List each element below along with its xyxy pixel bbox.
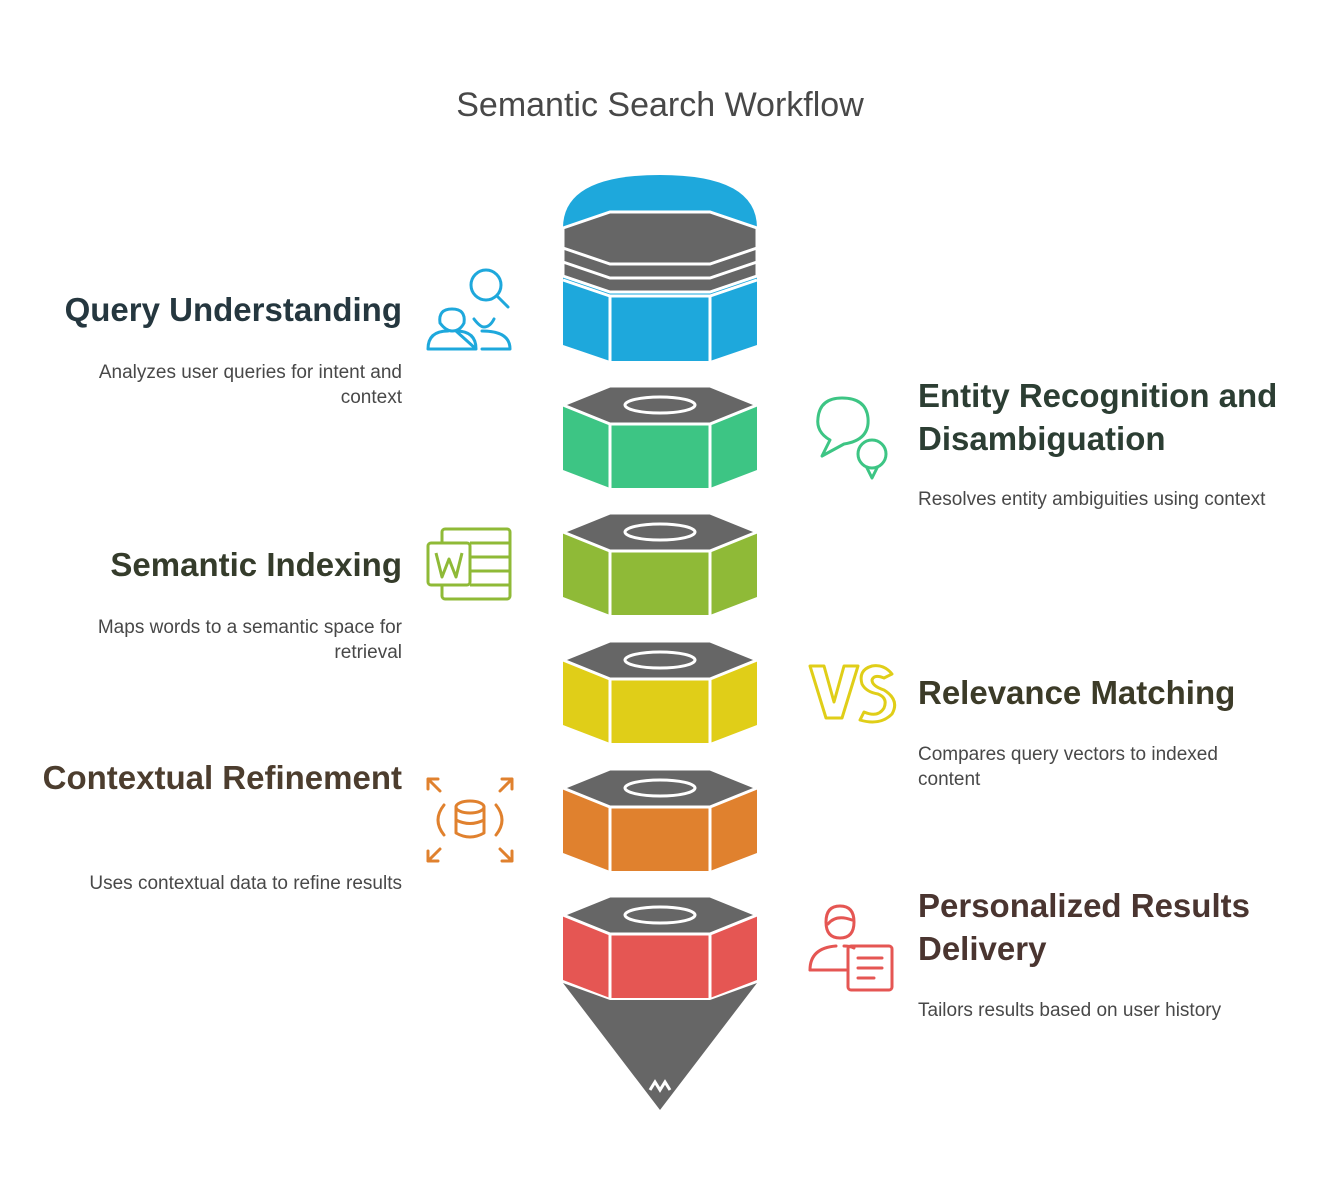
diagram-title: Semantic Search Workflow [456, 86, 864, 124]
step-1-description: Analyzes user queries for intent and con… [98, 362, 402, 408]
vs-icon [808, 664, 897, 724]
stack-segment-red [558, 894, 762, 998]
step-2-description: Resolves entity ambiguities using contex… [918, 489, 1266, 510]
step-6-description: Tailors results based on user history [918, 1000, 1222, 1021]
word-document-icon [426, 527, 512, 601]
step-4-title: Relevance Matching [918, 674, 1236, 711]
step-3-description: Maps words to a semantic space for retri… [97, 617, 402, 663]
stack-segment-yellow [558, 639, 762, 743]
chat-bubbles-icon [816, 396, 888, 480]
user-search-icon [426, 268, 512, 351]
step-1-title: Query Understanding [64, 291, 402, 328]
stack-segment-orange [558, 767, 762, 871]
step-3-title: Semantic Indexing [110, 546, 402, 583]
step-5-description: Uses contextual data to refine results [89, 873, 402, 894]
database-expand-icon [426, 777, 514, 863]
stack-segment-lime [558, 511, 762, 615]
stack-tip [563, 983, 757, 1110]
user-document-icon [808, 904, 894, 992]
step-4-description: Compares query vectors to indexed conten… [918, 744, 1218, 790]
stack-cap-blue [561, 175, 759, 361]
step-2-title: Entity Recognition and Disambiguation [918, 377, 1278, 457]
step-6-title: Personalized Results Delivery [918, 887, 1250, 967]
stack-segment-green [558, 384, 762, 488]
step-5-title: Contextual Refinement [42, 759, 402, 796]
